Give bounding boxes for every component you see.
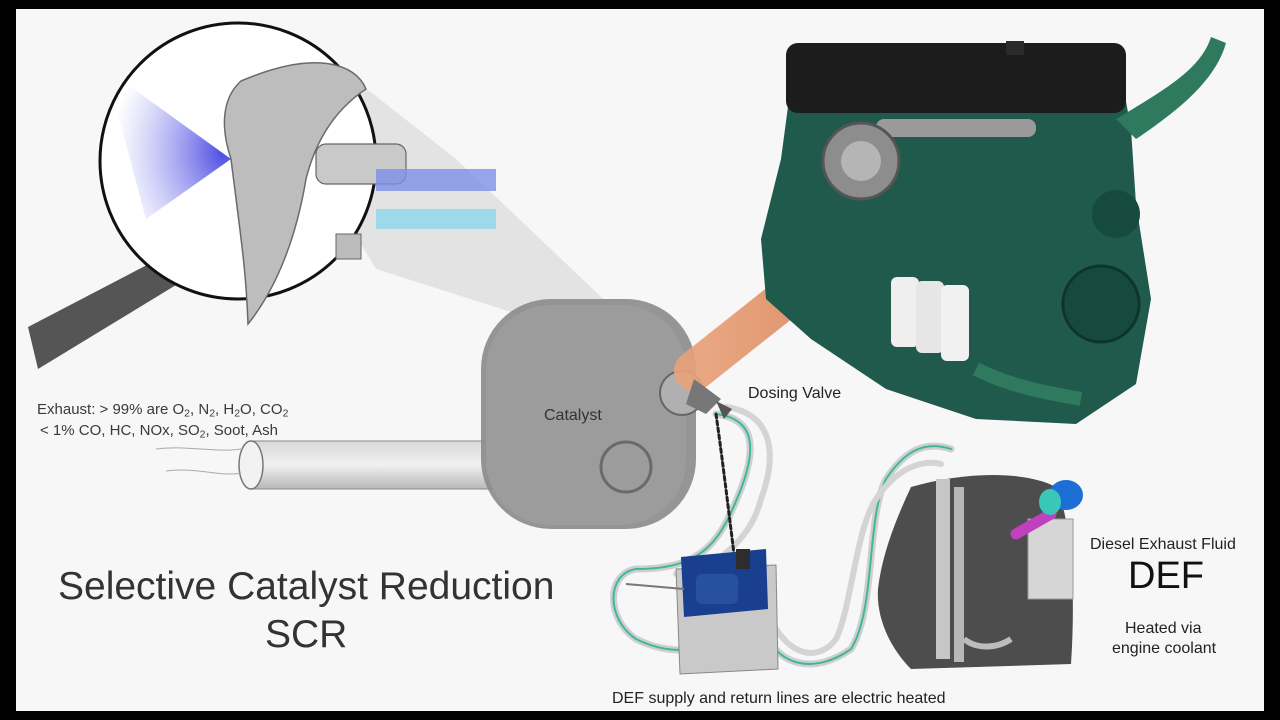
magnifier-handle	[28, 255, 176, 369]
exhaust-composition-line1: Exhaust: > 99% are O2, N2, H2O, CO2	[37, 401, 289, 420]
engine	[761, 37, 1226, 424]
def-full-name-label: Diesel Exhaust Fluid	[1090, 536, 1236, 553]
scr-illustration	[28, 21, 1226, 675]
def-abbreviation-label: DEF	[1128, 555, 1204, 597]
dosing-valve-label: Dosing Valve	[748, 385, 842, 402]
diagram-frame: Exhaust: > 99% are O2, N2, H2O, CO2 < 1%…	[16, 9, 1264, 711]
exhaust-composition-line2: < 1% CO, HC, NOx, SO2, Soot, Ash	[40, 422, 279, 441]
magnifier-cone	[316, 49, 656, 349]
magnifier-lens	[98, 21, 496, 327]
heated-via-label: Heated via	[1125, 620, 1202, 637]
diagram-title: Selective Catalyst Reduction	[58, 565, 555, 608]
def-pump	[625, 549, 779, 675]
engine-coolant-label: engine coolant	[1112, 640, 1217, 657]
catalyst-muffler	[481, 299, 705, 529]
dosing-valve	[686, 379, 732, 419]
def-lines	[610, 404, 955, 668]
def-tank	[877, 475, 1083, 669]
diagram-title-abbreviation: SCR	[265, 613, 348, 656]
def-lines-label: DEF supply and return lines are electric…	[612, 690, 946, 707]
catalyst-label: Catalyst	[544, 407, 602, 424]
